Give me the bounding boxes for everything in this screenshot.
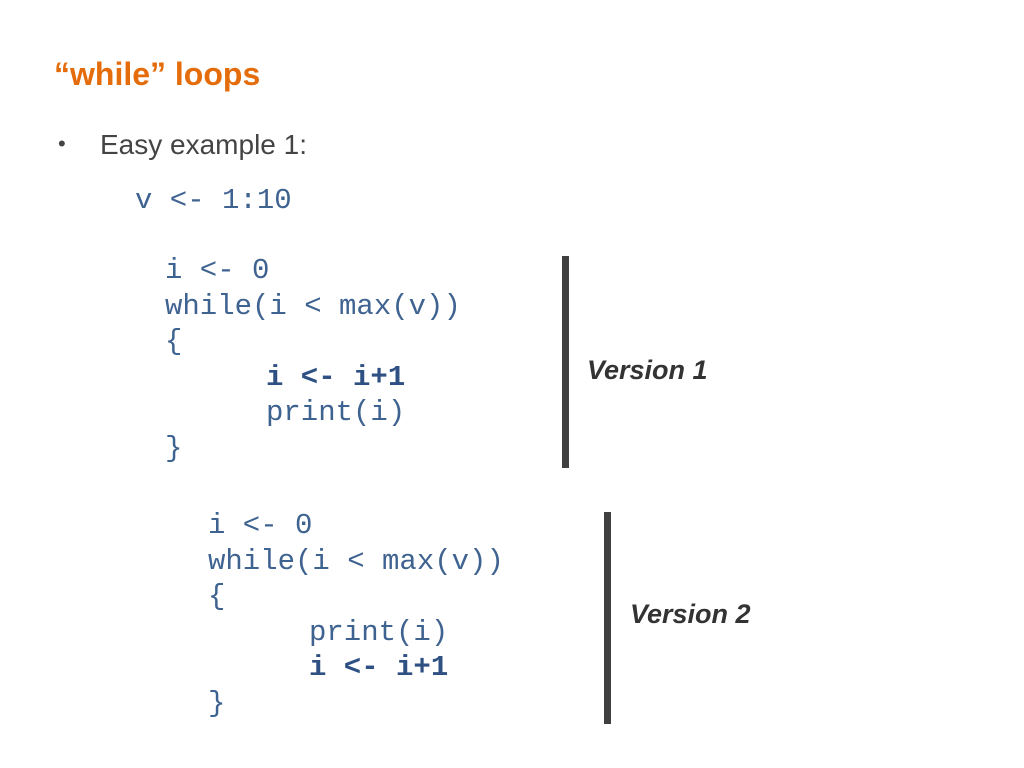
- code-line: }: [165, 431, 183, 465]
- code-line-highlighted: i <- i+1: [266, 360, 406, 394]
- code-line: print(i): [266, 396, 406, 429]
- code-line-highlighted: i <- i+1: [309, 651, 449, 684]
- bullet-item: • Easy example 1:: [58, 131, 307, 159]
- code-line: {: [165, 325, 183, 358]
- code-block-version-2: i <- 0 while(i < max(v)) { print(i) i <-…: [208, 508, 504, 721]
- code-line: i <- 0: [208, 509, 313, 542]
- version-1-label: Version 1: [587, 355, 708, 385]
- assignment-code: v <- 1:10: [135, 184, 292, 217]
- code-line: while(i < max(v)): [165, 289, 461, 323]
- code-line: while(i < max(v)): [208, 544, 504, 578]
- version-1-divider: [562, 256, 569, 468]
- code-block-version-1: i <- 0 while(i < max(v)) { i <- i+1 prin…: [165, 253, 461, 466]
- version-2-divider: [604, 512, 611, 724]
- version-2-label: Version 2: [630, 599, 751, 629]
- code-line: i <- 0: [165, 254, 270, 287]
- slide-title: “while” loops: [54, 56, 261, 92]
- bullet-text: Easy example 1:: [100, 129, 307, 160]
- code-line: print(i): [309, 615, 449, 649]
- code-line: }: [208, 686, 226, 720]
- bullet-marker: •: [58, 131, 66, 156]
- code-line: {: [208, 580, 226, 613]
